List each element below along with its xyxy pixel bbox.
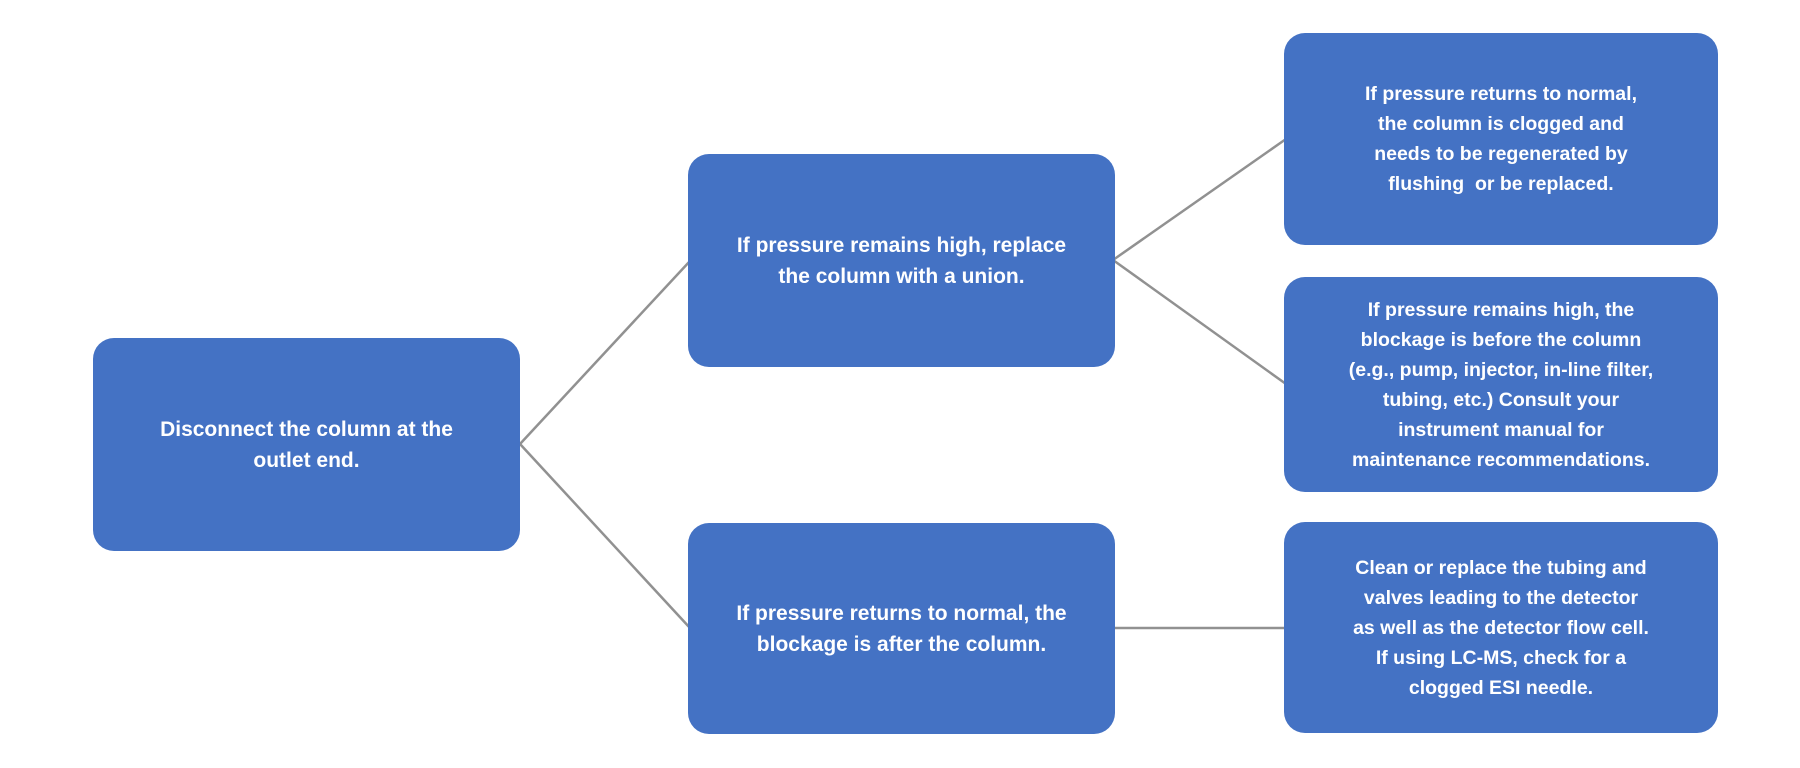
- node-blockage-before-column: If pressure remains high, the blockage i…: [1284, 277, 1718, 492]
- connector-root-to-mid-top: [519, 260, 691, 445]
- connector-mid-top-to-right-mid: [1112, 258, 1287, 386]
- node-pressure-normal-blockage-after: If pressure returns to normal, the block…: [688, 523, 1115, 734]
- connector-mid-top-to-right-top: [1112, 137, 1287, 262]
- node-pressure-high-replace-union: If pressure remains high, replace the co…: [688, 154, 1115, 367]
- node-clean-tubing-detector: Clean or replace the tubing and valves l…: [1284, 522, 1718, 733]
- connector-root-to-mid-bottom: [519, 443, 691, 629]
- node-column-clogged-regenerate: If pressure returns to normal, the colum…: [1284, 33, 1718, 245]
- node-disconnect-column: Disconnect the column at the outlet end.: [93, 338, 520, 551]
